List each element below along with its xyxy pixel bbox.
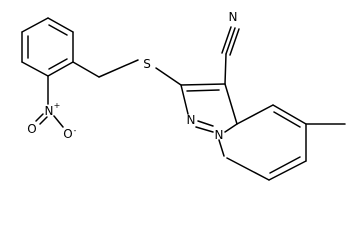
bond xyxy=(180,83,226,86)
bond xyxy=(47,61,74,77)
bond xyxy=(268,160,307,181)
atom-label-nitro-o-double: O xyxy=(27,122,36,136)
charge-plus: + xyxy=(54,101,61,110)
bond-inner xyxy=(269,156,301,174)
atom-label-pyrazole-n2: N xyxy=(187,113,196,127)
bond-triple xyxy=(229,28,240,56)
bond xyxy=(224,123,238,133)
bond xyxy=(197,120,214,127)
atom-label-nitro-o-single: O xyxy=(63,127,72,141)
bond-inner xyxy=(186,89,220,92)
atom-label-pyrazole-n1: N xyxy=(215,128,224,142)
bond xyxy=(218,139,225,157)
bond xyxy=(21,61,49,77)
structure-canvas: N S N + O O - N N xyxy=(21,10,346,181)
bond-n-o-double xyxy=(35,113,44,122)
bond-triple xyxy=(221,26,232,54)
bond-triple xyxy=(225,27,236,55)
bond xyxy=(272,104,307,125)
bond xyxy=(195,126,214,133)
bond-ch2 xyxy=(72,61,100,78)
charge-minus: - xyxy=(74,126,77,135)
bond-inner xyxy=(273,111,301,128)
bond xyxy=(224,83,238,125)
chemical-structure: N S N + O O - N N xyxy=(21,10,346,181)
atom-label-nitro-n: N xyxy=(45,104,54,118)
bond-n-o-double-2 xyxy=(39,116,48,125)
bond-ch2-s xyxy=(98,59,139,78)
bond-inner xyxy=(48,58,68,70)
pyrazole-ring xyxy=(180,83,238,133)
benzene-ring xyxy=(21,17,74,77)
bond-s-c2 xyxy=(155,67,182,86)
atom-label-nitrile-n: N xyxy=(229,10,238,24)
bond-inner xyxy=(48,24,68,36)
atom-label-sulfur: S xyxy=(143,57,151,71)
bond xyxy=(21,17,49,33)
bond xyxy=(47,17,74,33)
bond xyxy=(226,157,270,181)
pyridine-ring xyxy=(218,104,307,181)
bond xyxy=(236,104,274,125)
bond xyxy=(180,84,189,115)
bond-c3-cn xyxy=(224,53,227,85)
bond-n-o-single xyxy=(53,115,64,128)
